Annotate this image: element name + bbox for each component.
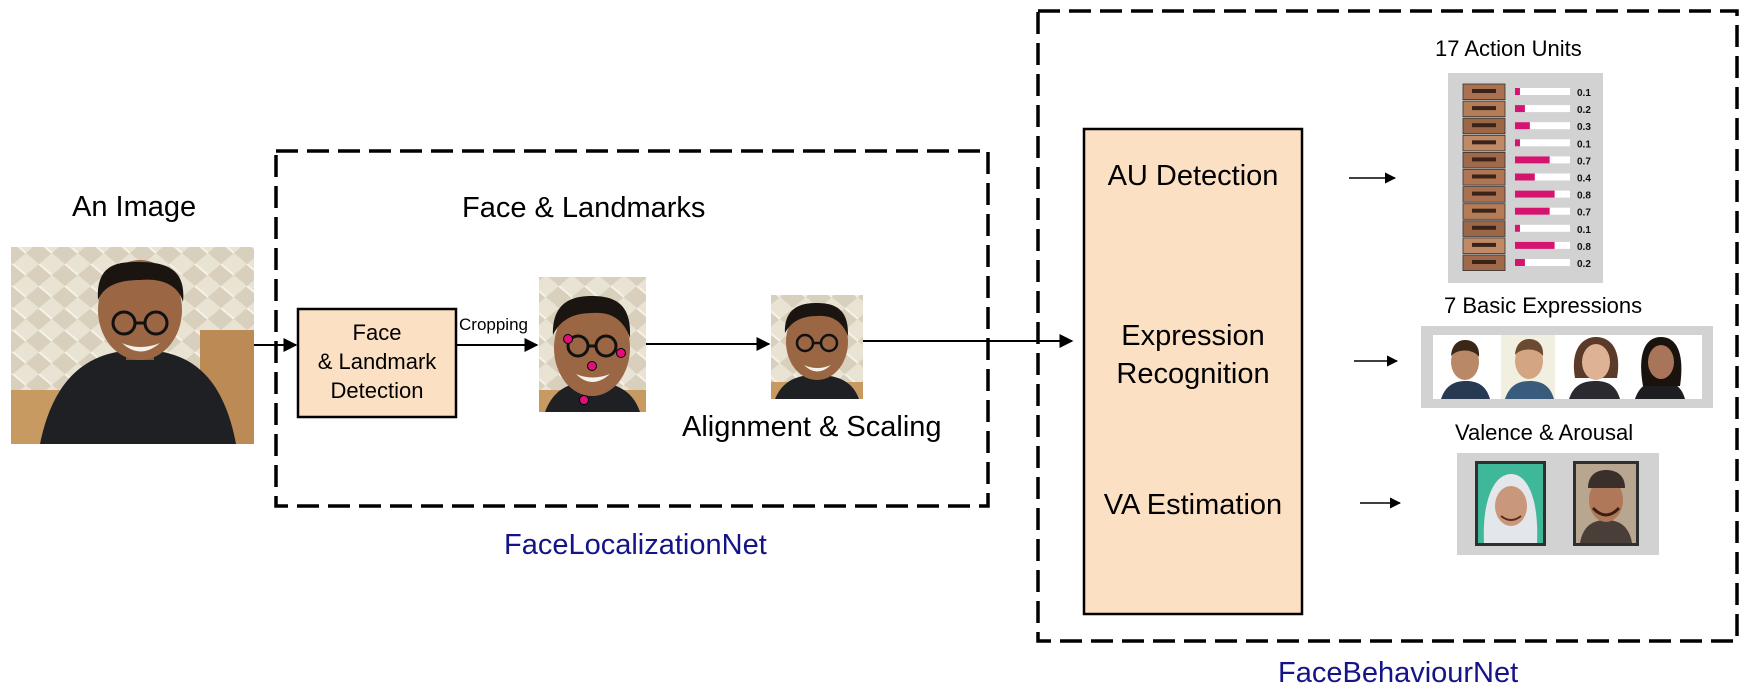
- detector-label-line-2: & Landmark: [317, 349, 437, 374]
- flow-arrows: [254, 172, 1402, 509]
- au-rows: 0.1 0.2 0.3 0.1 0.7 0.4 0.8 0.7 0.1 0.8 0.2: [1462, 83, 1591, 272]
- detector-label-line-3: Detection: [330, 378, 424, 403]
- au-bar-track: [1515, 105, 1570, 113]
- landmark-point: [616, 348, 626, 358]
- au-intensity-bar: [1515, 224, 1520, 232]
- au-face-feature: [1472, 157, 1496, 162]
- au-value-label: 0.1: [1577, 139, 1591, 150]
- au-face-feature: [1472, 260, 1496, 264]
- expression-output-title: 7 Basic Expressions: [1444, 293, 1643, 318]
- au-face-feature: [1472, 89, 1496, 93]
- au-face-feature: [1472, 191, 1496, 196]
- landmark-point: [563, 334, 573, 344]
- face-behaviour-net-box: [1036, 9, 1739, 643]
- au-value-label: 0.1: [1577, 88, 1591, 99]
- au-bar-track: [1515, 173, 1570, 181]
- au-intensity-bar: [1515, 190, 1555, 198]
- au-value-label: 0.1: [1577, 225, 1591, 236]
- au-bar-track: [1515, 139, 1570, 147]
- au-intensity-bar: [1515, 259, 1525, 266]
- au-value-label: 0.2: [1577, 259, 1591, 270]
- au-value-label: 0.3: [1577, 122, 1591, 133]
- alignment-scaling-label: Alignment & Scaling: [682, 411, 942, 443]
- expression-task-line-2: Recognition: [1116, 358, 1270, 390]
- detector-label: Face & Landmark Detection: [298, 318, 456, 405]
- va-face-1: [1475, 461, 1546, 546]
- au-face-feature: [1472, 208, 1496, 213]
- au-value-label: 0.8: [1577, 242, 1591, 253]
- expressions-panel: [1421, 326, 1713, 408]
- input-image-title: An Image: [72, 191, 197, 223]
- au-face-feature: [1472, 140, 1496, 145]
- valence-arousal-panel: [1457, 453, 1659, 555]
- va-output-title: Valence & Arousal: [1455, 420, 1634, 445]
- face-landmarks-heading: Face & Landmarks: [462, 192, 706, 224]
- au-detection-task: AU Detection: [1107, 160, 1279, 192]
- detector-label-line-1: Face: [352, 320, 402, 345]
- input-photo: [11, 247, 254, 444]
- face-behaviour-net-label: FaceBehaviourNet: [1278, 657, 1519, 689]
- expression-task-line-1: Expression: [1121, 320, 1265, 352]
- au-intensity-bar: [1515, 88, 1520, 95]
- au-bar-track: [1515, 88, 1570, 95]
- expression-recognition-task: Expression Recognition: [1084, 317, 1302, 393]
- au-face-feature: [1472, 106, 1496, 111]
- au-intensity-bar: [1515, 139, 1520, 147]
- aligned-face: [771, 295, 863, 399]
- au-intensity-bar: [1515, 173, 1535, 181]
- au-value-label: 0.8: [1577, 191, 1591, 202]
- landmark-point: [579, 395, 589, 405]
- au-face-feature: [1472, 174, 1496, 179]
- au-face-feature: [1472, 242, 1496, 247]
- face-landmark-detection-box: [296, 307, 458, 419]
- au-intensity-bar: [1515, 241, 1555, 249]
- face-localization-net-label: FaceLocalizationNet: [504, 529, 767, 561]
- au-bar-track: [1515, 224, 1570, 232]
- cropping-label: Cropping: [459, 315, 528, 334]
- au-face-feature: [1472, 225, 1496, 230]
- au-intensity-bar: [1515, 105, 1525, 113]
- au-value-label: 0.4: [1577, 174, 1591, 185]
- au-value-label: 0.7: [1577, 208, 1591, 219]
- au-intensity-bar: [1515, 122, 1530, 130]
- au-value-label: 0.7: [1577, 156, 1591, 167]
- va-face-2: [1573, 461, 1639, 546]
- task-heads-box: [1082, 127, 1304, 616]
- face-localization-net-box: [274, 149, 990, 508]
- au-bar-track: [1515, 122, 1570, 130]
- va-estimation-task: VA Estimation: [1103, 489, 1283, 521]
- expression-face-1: [1441, 340, 1490, 399]
- expression-face-4: [1635, 337, 1685, 399]
- au-face-feature: [1472, 123, 1496, 128]
- expression-face-2: [1501, 335, 1555, 399]
- au-intensity-bar: [1515, 156, 1550, 164]
- au-value-label: 0.2: [1577, 105, 1591, 116]
- au-bar-track: [1515, 259, 1570, 266]
- au-output-title: 17 Action Units: [1435, 36, 1582, 61]
- au-intensity-bar: [1515, 207, 1550, 215]
- landmark-point: [587, 361, 597, 371]
- cropped-face: [539, 277, 646, 412]
- expression-face-3: [1569, 337, 1620, 399]
